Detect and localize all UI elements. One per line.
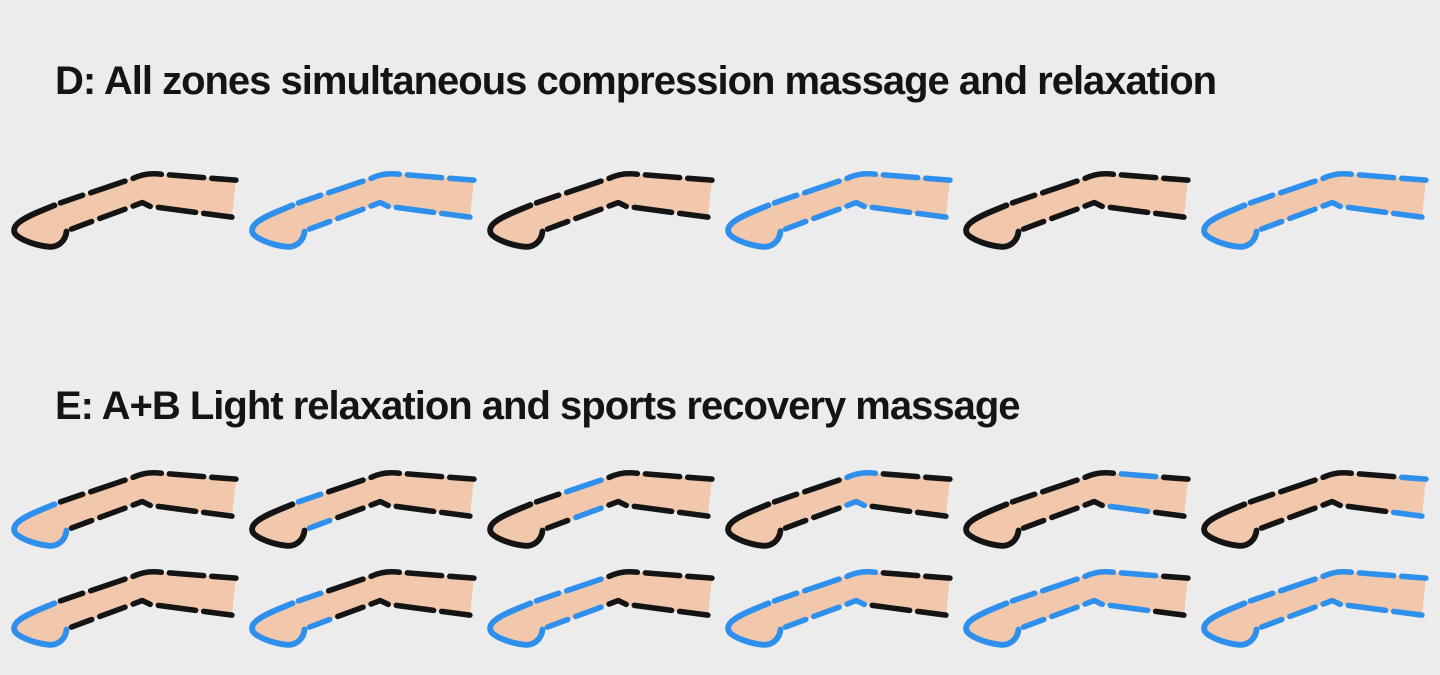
leg-compression-zones-icon	[725, 469, 953, 549]
section-mode-d: D: All zones simultaneous compression ma…	[0, 0, 1440, 257]
leg-compression-zones-icon	[487, 469, 715, 549]
leg-compression-zones-icon	[963, 469, 1191, 549]
section-e-title: E: A+B Light relaxation and sports recov…	[55, 383, 1021, 428]
mode-d-legs-row	[0, 164, 1440, 257]
leg-compression-zones-icon	[1201, 469, 1429, 549]
leg-compression-zones-icon	[249, 568, 477, 648]
leg-compression-zones-icon	[249, 469, 477, 549]
leg-compression-zones-icon	[1201, 170, 1429, 250]
leg-compression-zones-icon	[249, 170, 477, 250]
mode-e-single-zone-legs-row	[0, 463, 1440, 556]
leg-compression-zones-icon	[11, 568, 239, 648]
leg-compression-zones-icon	[963, 170, 1191, 250]
leg-compression-zones-icon	[11, 469, 239, 549]
leg-compression-zones-icon	[487, 568, 715, 648]
leg-compression-zones-icon	[725, 170, 953, 250]
section-mode-e: E: A+B Light relaxation and sports recov…	[0, 383, 1440, 655]
leg-compression-zones-icon	[487, 170, 715, 250]
leg-compression-zones-icon	[11, 170, 239, 250]
mode-e-cumulative-zone-legs-row	[0, 562, 1440, 655]
leg-compression-zones-icon	[725, 568, 953, 648]
leg-compression-zones-icon	[1201, 568, 1429, 648]
section-d-title: D: All zones simultaneous compression ma…	[55, 59, 1217, 103]
leg-compression-zones-icon	[963, 568, 1191, 648]
